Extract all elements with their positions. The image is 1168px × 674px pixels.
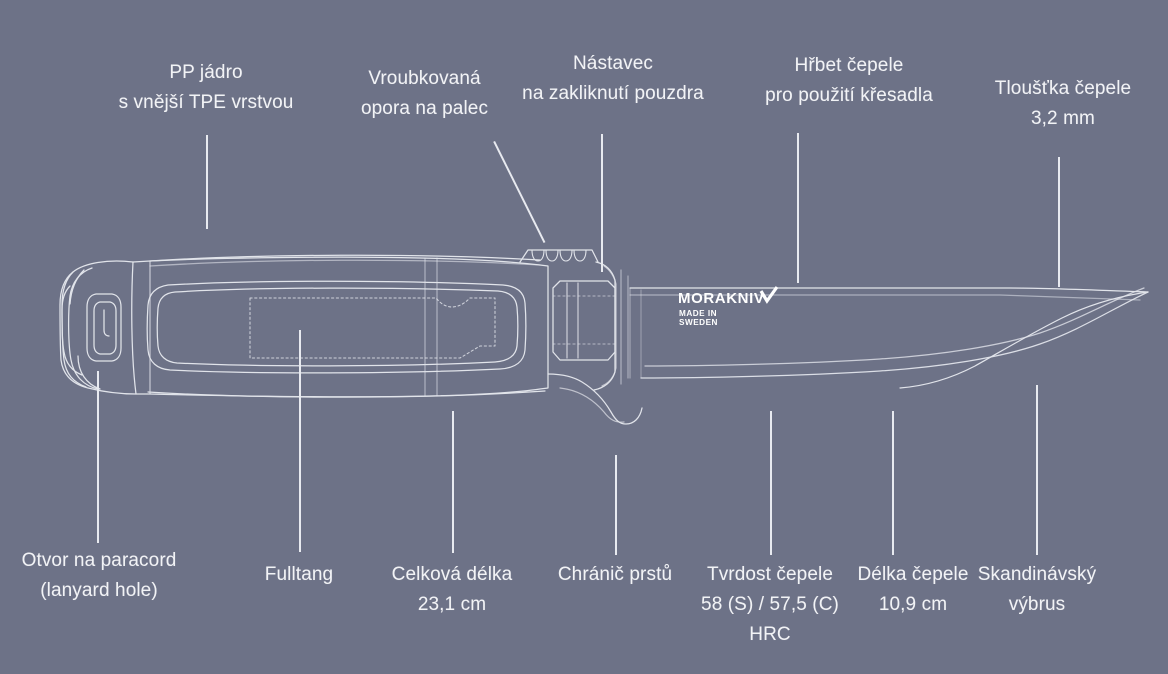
callout-sheath-catch: Nástavec na zakliknutí pouzdra: [498, 49, 728, 109]
leader-sheath-catch: [601, 134, 603, 272]
callout-finger-guard: Chránič prstů: [535, 560, 695, 590]
leader-finger-guard: [615, 455, 617, 555]
callout-pp-core: PP jádro s vnější TPE vrstvou: [56, 58, 356, 118]
callout-total-length: Celková délka 23,1 cm: [362, 560, 542, 620]
leader-blade-thickness: [1058, 157, 1060, 287]
callout-grind-line1: Skandinávský: [977, 564, 1097, 585]
callout-blade-length: Délka čepele 10,9 cm: [838, 560, 988, 620]
callout-sheath-catch-line2: na zakliknutí pouzdra: [522, 83, 704, 104]
callout-thumb-support-line2: opora na palec: [360, 98, 489, 119]
callout-blade-hardness-line1: Tvrdost čepele: [706, 564, 833, 585]
callout-fulltang: Fulltang: [239, 560, 359, 590]
brand-made-in: MADE IN: [679, 309, 717, 318]
callout-blade-hardness-line2: 58 (S) / 57,5 (C): [701, 594, 839, 615]
callout-lanyard-hole: Otvor na paracord (lanyard hole): [0, 546, 212, 606]
callout-grind-line2: výbrus: [1008, 594, 1066, 615]
callout-pp-core-line1: PP jádro: [169, 62, 243, 83]
callout-total-length-line2: 23,1 cm: [417, 594, 487, 615]
leader-blade-spine: [797, 133, 799, 283]
callout-lanyard-hole-line2: (lanyard hole): [40, 580, 158, 601]
callout-grind: Skandinávský výbrus: [958, 560, 1116, 620]
callout-total-length-line1: Celková délka: [391, 564, 513, 585]
callout-pp-core-line2: s vnější TPE vrstvou: [118, 92, 294, 113]
callout-blade-hardness-line3: HRC: [749, 624, 791, 645]
leader-grind: [1036, 385, 1038, 555]
callout-blade-length-line1: Délka čepele: [857, 564, 969, 585]
brand-wordmark: MORAKNIV: [678, 290, 764, 307]
leader-pp-core: [206, 135, 208, 229]
callout-blade-thickness-line1: Tloušťka čepele: [994, 78, 1132, 99]
callout-blade-thickness: Tloušťka čepele 3,2 mm: [963, 74, 1163, 134]
leader-blade-hardness: [770, 411, 772, 555]
callout-sheath-catch-line1: Nástavec: [572, 53, 653, 74]
leader-lanyard-hole: [97, 371, 99, 543]
callout-blade-spine-line2: pro použití křesadla: [765, 85, 933, 106]
callout-blade-thickness-line2: 3,2 mm: [1031, 108, 1095, 129]
brand-sweden: SWEDEN: [679, 318, 718, 327]
leader-fulltang: [299, 330, 301, 552]
leader-total-length: [452, 411, 454, 553]
callout-lanyard-hole-line1: Otvor na paracord: [21, 550, 177, 571]
callout-blade-length-line2: 10,9 cm: [878, 594, 948, 615]
leader-blade-length: [892, 411, 894, 555]
callout-thumb-support-line1: Vroubkovaná: [368, 68, 481, 89]
callout-fulltang-line1: Fulltang: [264, 564, 334, 585]
callout-blade-spine: Hřbet čepele pro použití křesadla: [738, 51, 960, 111]
callout-blade-hardness: Tvrdost čepele 58 (S) / 57,5 (C) HRC: [683, 560, 857, 650]
brand-check-icon: [759, 286, 779, 304]
brand-mark: MORAKNIV MADE IN SWEDEN: [678, 286, 779, 327]
callout-finger-guard-line1: Chránič prstů: [557, 564, 673, 585]
callout-thumb-support: Vroubkovaná opora na palec: [333, 64, 516, 124]
callout-blade-spine-line1: Hřbet čepele: [794, 55, 904, 76]
